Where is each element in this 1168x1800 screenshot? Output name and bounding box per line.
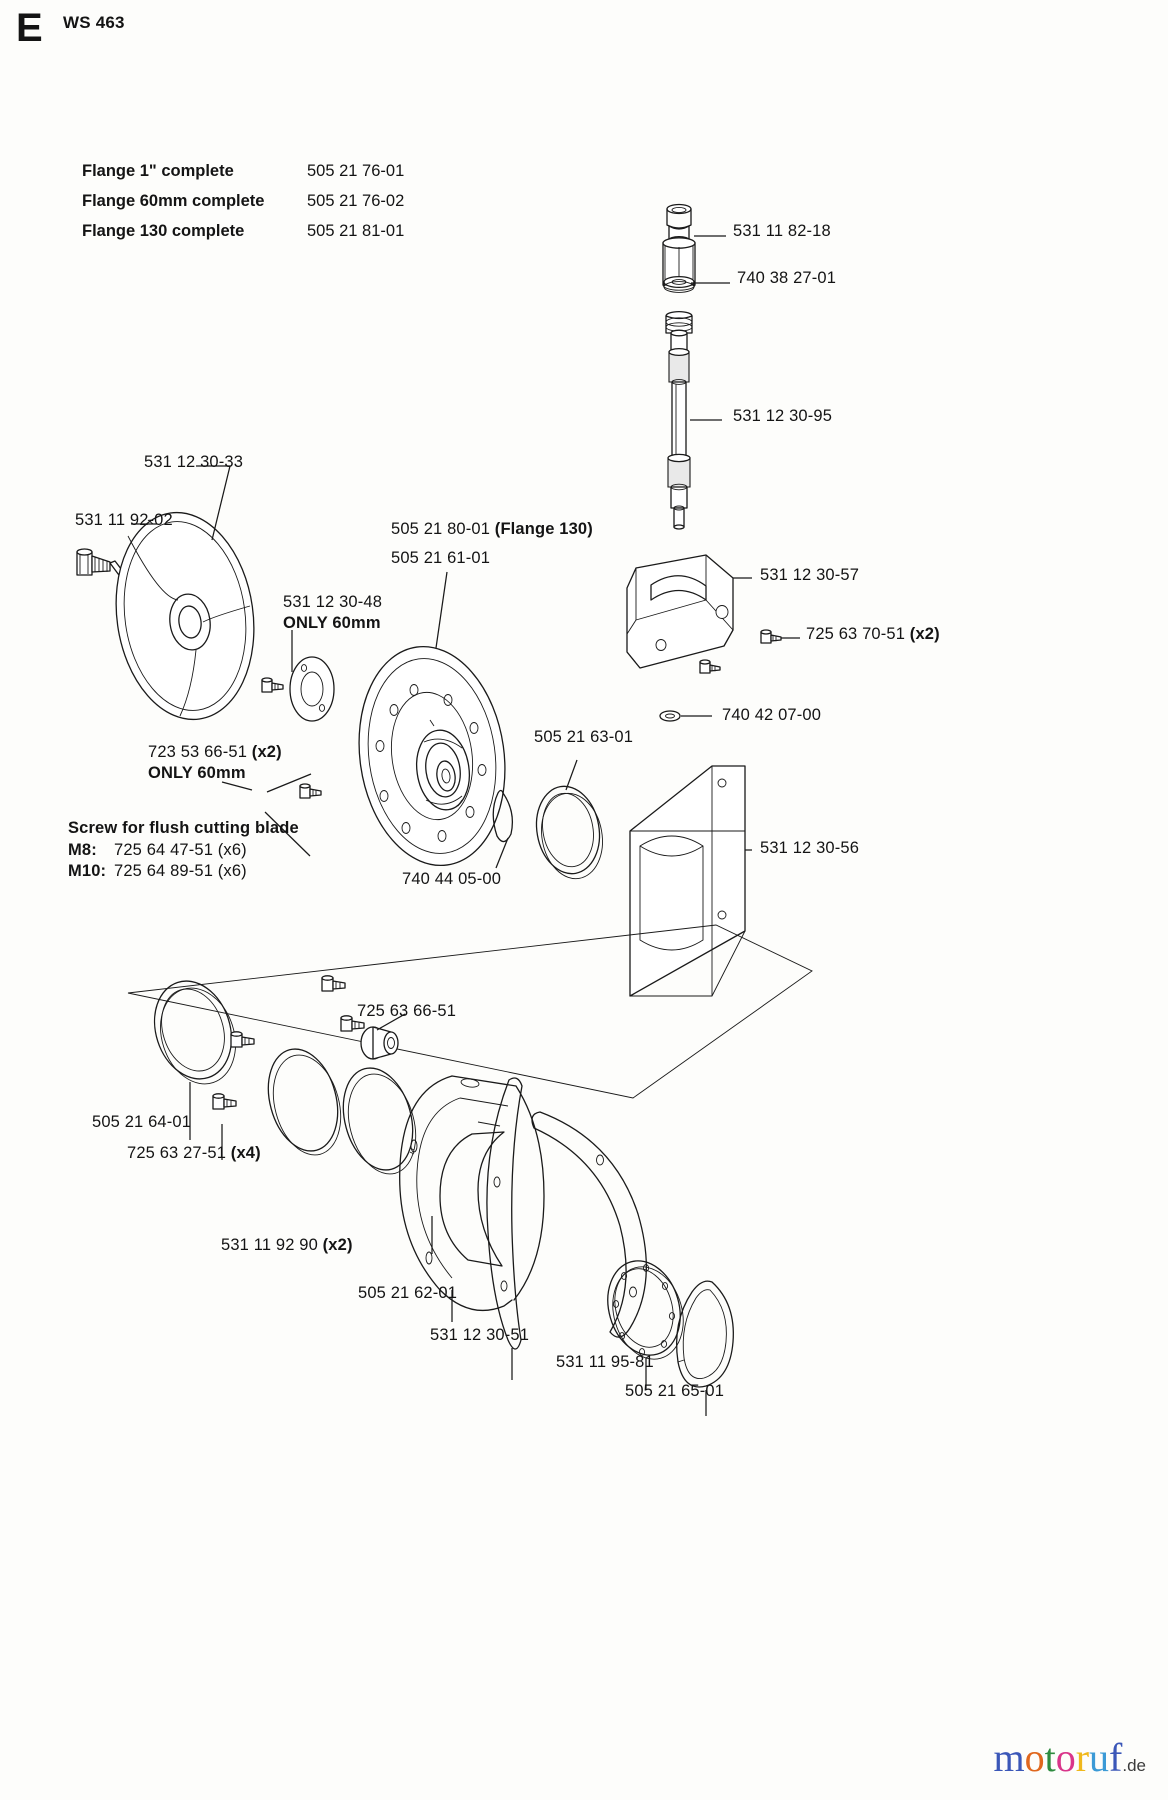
spec-part: 505 21 76-01 <box>307 162 405 180</box>
callout-qty: (x4) <box>230 1144 261 1162</box>
callout-part: 723 53 66-51 <box>148 743 252 761</box>
callout-531-12-30-56: 531 12 30-56 <box>760 839 860 857</box>
gasket-ring-a <box>258 1041 351 1162</box>
callout-740-44-05-00: 740 44 05-00 <box>402 870 502 888</box>
spec-name: Flange 60mm complete <box>82 192 265 210</box>
screw-723-53-66-51-a <box>262 678 283 692</box>
gasket-ring-b <box>333 1060 426 1181</box>
callout-531-12-30-57: 531 12 30-57 <box>760 566 860 584</box>
callout-725-63-70-51: 725 63 70-51 (x2) <box>806 624 940 645</box>
callout-531-11-82-18: 531 11 82-18 <box>733 222 831 240</box>
callout-part: 725 63 70-51 <box>806 625 910 643</box>
screw-note-label: M8: <box>68 841 97 859</box>
spindle-nut-part <box>663 205 695 291</box>
callout-505-21-63-01: 505 21 63-01 <box>534 728 634 746</box>
callout-531-11-92-90: 531 11 92 90 (x2) <box>221 1235 353 1256</box>
callout-qty: (x2) <box>909 625 940 643</box>
callout-qty: (x2) <box>322 1236 353 1254</box>
leaf-531-12-30-51 <box>487 1078 522 1349</box>
screw-note-m8-part: 725 64 47-51 (x6) <box>114 841 247 859</box>
spec-part: 505 21 76-02 <box>307 192 405 210</box>
oring-740-42-07-00 <box>660 711 680 721</box>
curved-bracket <box>532 1112 646 1337</box>
screw-note-title: Screw for flush cutting blade <box>68 819 299 837</box>
retaining-ring-505-21-65-01 <box>677 1281 734 1387</box>
bushing-725-63-66-51 <box>361 1027 398 1059</box>
screw-note-label: M10: <box>68 862 107 880</box>
callout-531-11-95-81: 531 11 95-81 <box>556 1353 654 1371</box>
screw-note-m10-part: 725 64 89-51 (x6) <box>114 862 247 880</box>
spec-row: Flange 130 complete <box>82 222 244 241</box>
spec-name: Flange 130 complete <box>82 222 245 240</box>
callout-531-12-30-51: 531 12 30-51 <box>430 1326 530 1344</box>
callout-505-21-64-01: 505 21 64-01 <box>92 1113 192 1131</box>
callout-531-12-30-95: 531 12 30-95 <box>733 407 833 425</box>
callout-531-12-30-48-note: ONLY 60mm <box>283 614 381 632</box>
callout-725-63-66-51: 725 63 66-51 <box>357 1002 457 1020</box>
screw-note-m10-label: M10: <box>68 861 106 882</box>
seal-ring-505-21-64-01 <box>142 971 247 1094</box>
housing-505-21-62-01 <box>400 1076 544 1310</box>
washer-740-38-27-01 <box>664 277 694 293</box>
callout-531-12-30-33: 531 12 30-33 <box>144 453 244 471</box>
callout-723-53-66-51-note: ONLY 60mm <box>148 764 246 782</box>
callout-725-63-27-51: 725 63 27-51 (x4) <box>127 1143 261 1164</box>
bracket-531-12-30-57 <box>627 555 733 668</box>
callout-505-21-65-01: 505 21 65-01 <box>625 1382 725 1400</box>
blade-disc-531-12-30-33 <box>103 504 267 729</box>
screw-723-53-66-51-b <box>300 784 321 798</box>
spec-part-cell: 505 21 76-02 <box>307 192 404 211</box>
spec-part: 505 21 81-01 <box>307 222 405 240</box>
screw-725-63-70-51-a <box>761 630 781 643</box>
screw-note-m8-label: M8: <box>68 840 97 861</box>
callout-531-12-30-48: 531 12 30-48 <box>283 593 383 611</box>
bearing-531-11-95-81 <box>597 1252 694 1367</box>
spindle-shaft-531-12-30-95 <box>666 312 692 529</box>
callout-740-38-27-01: 740 38 27-01 <box>737 269 837 287</box>
spec-row: Flange 60mm complete <box>82 192 264 211</box>
spec-part-cell: 505 21 76-01 <box>307 162 404 181</box>
watermark-motoruf: motoruf.de <box>993 1738 1146 1778</box>
spacer-531-12-30-48 <box>290 657 334 721</box>
callout-740-42-07-00: 740 42 07-00 <box>722 706 822 724</box>
callout-505-21-62-01: 505 21 62-01 <box>358 1284 458 1302</box>
callout-531-11-92-02: 531 11 92-02 <box>75 511 173 529</box>
screw-725-63-27-51-a <box>322 976 345 991</box>
plate-531-12-30-56 <box>630 766 745 996</box>
leader-lines <box>131 236 800 1416</box>
screw-725-63-27-51-c <box>341 1016 364 1031</box>
callout-723-53-66-51: 723 53 66-51 (x2) <box>148 742 282 763</box>
callout-505-21-61-01: 505 21 61-01 <box>391 549 491 567</box>
watermark-name: motoruf <box>993 1735 1123 1780</box>
callout-505-21-80-01: 505 21 80-01 (Flange 130) <box>391 519 593 540</box>
callout-part: 505 21 80-01 <box>391 520 495 538</box>
screw-725-63-27-51-b <box>231 1032 254 1047</box>
oring-740-44-05-00 <box>493 791 512 842</box>
screw-725-63-70-51-b <box>700 660 720 673</box>
callout-part: 531 11 92 90 <box>221 1236 323 1254</box>
watermark-suffix: .de <box>1122 1756 1146 1775</box>
section-letter: E <box>16 6 43 50</box>
page-title: WS 463 <box>63 13 125 32</box>
callout-qty: (x2) <box>251 743 282 761</box>
callout-part: 725 63 27-51 <box>127 1144 231 1162</box>
spec-row: Flange 1" complete <box>82 162 234 181</box>
spec-name: Flange 1" complete <box>82 162 234 180</box>
spec-part-cell: 505 21 81-01 <box>307 222 404 241</box>
screw-725-63-27-51-d <box>213 1094 236 1109</box>
main-flange-505-21-61-01 <box>345 637 518 875</box>
oring-505-21-63-01 <box>530 781 609 883</box>
callout-flange-note: (Flange 130) <box>494 520 593 538</box>
